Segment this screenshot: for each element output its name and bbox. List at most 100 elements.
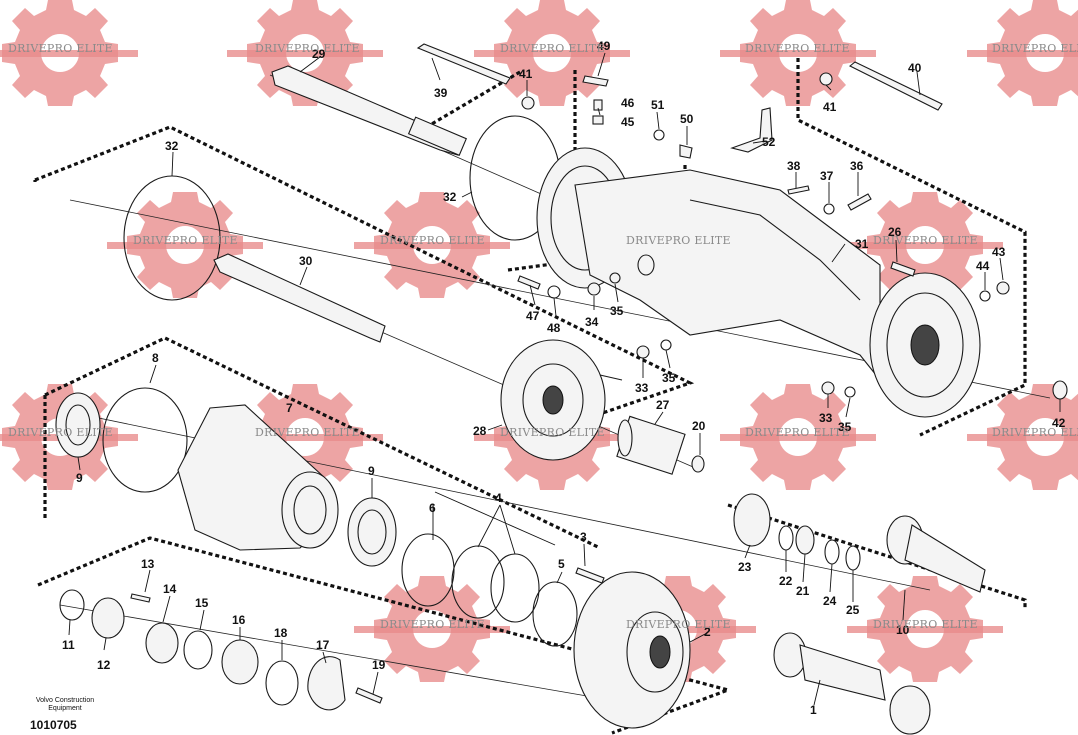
ring-22 (778, 525, 794, 551)
watermark-label: DRIVEPRO ELITE (255, 42, 360, 55)
callout-17: 17 (316, 638, 330, 652)
watermark-label: DRIVEPRO ELITE (745, 42, 850, 55)
valve-46 (593, 99, 603, 111)
planet-carrier (500, 339, 623, 461)
watermark-label: DRIVEPRO ELITE (873, 618, 978, 631)
callout-29: 29 (312, 47, 326, 61)
nut-41b (819, 72, 833, 86)
washer-15 (183, 630, 213, 670)
washer-44 (979, 290, 991, 302)
wheel-hub (177, 404, 339, 551)
callout-35-right: 35 (838, 420, 852, 434)
washer-51 (653, 129, 665, 141)
plug-49 (582, 75, 609, 87)
callout-24: 24 (823, 594, 837, 608)
washer-37 (823, 203, 835, 215)
callout-11: 11 (62, 638, 75, 652)
pin-13 (130, 593, 151, 603)
washer-48 (547, 285, 561, 299)
ring-25 (845, 545, 861, 571)
washer-11 (59, 589, 85, 621)
callout-7: 7 (286, 401, 293, 415)
callout-37: 37 (820, 169, 834, 183)
callout-33-right: 33 (819, 411, 833, 425)
callout-21: 21 (796, 584, 810, 598)
callout-14: 14 (163, 582, 177, 596)
callout-36: 36 (850, 159, 864, 173)
watermark-label: DRIVEPRO ELITE (873, 234, 978, 247)
shaft-39 (416, 43, 511, 85)
watermark-label: DRIVEPRO ELITE (992, 42, 1078, 55)
callout-45: 45 (621, 115, 635, 129)
watermark-label: DRIVEPRO ELITE (8, 426, 113, 439)
callout-47: 47 (526, 309, 540, 323)
document-number: 1010705 (30, 718, 77, 732)
callout-25: 25 (846, 603, 860, 617)
plug-42 (1052, 380, 1068, 400)
screw-3 (575, 567, 605, 584)
parts-drawing (55, 43, 1068, 735)
callout-5: 5 (558, 557, 565, 571)
watermark-label: DRIVEPRO ELITE (626, 618, 731, 631)
screw-19 (355, 687, 383, 704)
sun-gear (616, 415, 705, 475)
washer-35c (844, 386, 856, 398)
washer-35b (660, 339, 672, 351)
bearing-9-left (55, 392, 101, 458)
callout-19: 19 (372, 658, 386, 672)
callout-16: 16 (232, 613, 246, 627)
callout-1: 1 (810, 703, 817, 717)
callout-35-mid: 35 (662, 371, 676, 385)
callout-20: 20 (692, 419, 706, 433)
watermark-label: DRIVEPRO ELITE (380, 618, 485, 631)
callout-42: 42 (1052, 416, 1066, 430)
callout-39: 39 (434, 86, 448, 100)
callout-numbers: 1 2 3 4 5 6 7 8 9 9 10 11 12 13 14 15 16… (62, 39, 1066, 717)
callout-32-left: 32 (165, 139, 179, 153)
screw-26 (890, 261, 916, 277)
brake-hub (573, 571, 691, 729)
callout-6: 6 (429, 501, 436, 515)
drive-shaft-upper (271, 65, 468, 156)
ring-21 (795, 525, 815, 555)
circlip-8 (102, 387, 188, 493)
callout-12: 12 (97, 658, 111, 672)
spindle-10 (886, 515, 986, 593)
nut-41a (521, 96, 535, 110)
watermark-label: DRIVEPRO ELITE (992, 426, 1078, 439)
callout-15: 15 (195, 596, 209, 610)
callout-8: 8 (152, 351, 159, 365)
watermark-label: DRIVEPRO ELITE (500, 426, 605, 439)
callout-33-mid: 33 (635, 381, 649, 395)
locknut-14 (145, 622, 179, 664)
callout-18: 18 (274, 626, 288, 640)
callout-43: 43 (992, 245, 1006, 259)
callout-31: 31 (855, 237, 869, 251)
callout-49: 49 (597, 39, 611, 53)
nut-16 (221, 639, 259, 685)
screw-47 (517, 275, 541, 290)
callout-22: 22 (779, 574, 793, 588)
axle-assembly-thumbnail (773, 632, 931, 735)
watermark-label: DRIVEPRO ELITE (745, 426, 850, 439)
watermark-label: DRIVEPRO ELITE (133, 234, 238, 247)
callout-34: 34 (585, 315, 599, 329)
watermark-label: DRIVEPRO ELITE (380, 234, 485, 247)
group-frames (33, 58, 1027, 735)
sensor-52 (730, 107, 773, 153)
nut-12 (91, 597, 125, 639)
callout-2: 2 (704, 625, 711, 639)
o-ring-5 (532, 581, 578, 647)
gear-23 (733, 493, 771, 547)
bearing-9-right (347, 497, 397, 567)
ring-24 (824, 539, 840, 565)
callout-4: 4 (495, 491, 502, 505)
callout-13: 13 (141, 557, 155, 571)
leader-lines (68, 52, 1061, 706)
callout-26: 26 (888, 225, 902, 239)
watermark-text: DRIVEPRO ELITE DRIVEPRO ELITE DRIVEPRO E… (8, 42, 1078, 631)
seal-4b (490, 553, 540, 623)
footer: Volvo Construction Equipment 1010705 (30, 697, 120, 732)
callout-52: 52 (762, 135, 776, 149)
nut-43 (996, 281, 1010, 295)
